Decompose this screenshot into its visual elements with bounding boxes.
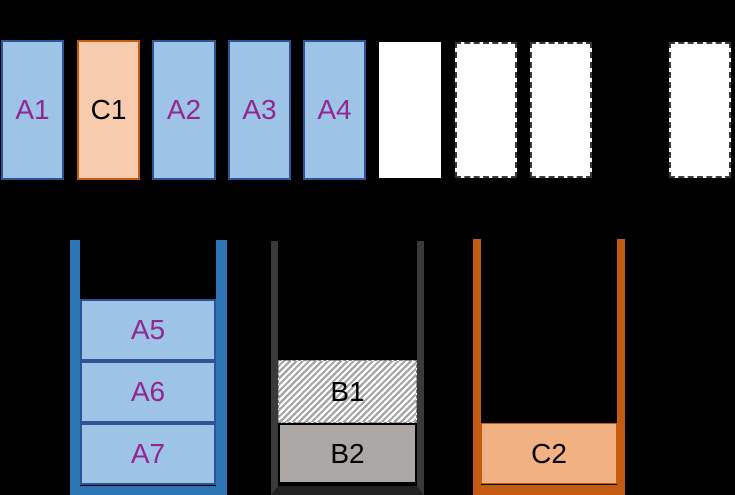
slot-label: A4 xyxy=(317,94,352,125)
empty-slot-solid xyxy=(379,42,441,178)
slot-c1: C1 xyxy=(77,40,140,180)
bin-gray xyxy=(271,241,424,495)
slot-label: C1 xyxy=(90,94,127,125)
slot-a4: A4 xyxy=(303,40,366,180)
slot-a3: A3 xyxy=(228,40,291,180)
box-label: A6 xyxy=(130,376,166,407)
box-label: B1 xyxy=(330,375,365,407)
slot-label: A2 xyxy=(166,94,202,125)
bin-orange xyxy=(473,239,625,495)
box-b2: B2 xyxy=(278,423,417,484)
box-a6: A6 xyxy=(80,361,216,423)
box-label: B2 xyxy=(330,437,365,469)
box-b1: B1 xyxy=(278,360,417,423)
empty-slot-dashed-2 xyxy=(530,42,592,178)
slot-label: A3 xyxy=(242,94,277,125)
box-a5: A5 xyxy=(80,299,216,361)
slot-a2: A2 xyxy=(152,40,216,180)
empty-slot-dashed-1 xyxy=(455,42,517,178)
box-label: A5 xyxy=(130,314,166,345)
box-label: C2 xyxy=(531,437,567,469)
box-label: A7 xyxy=(130,438,166,469)
slot-label: A1 xyxy=(15,94,50,125)
slot-a1: A1 xyxy=(1,40,64,180)
box-c2: C2 xyxy=(481,423,617,484)
bin-blue xyxy=(70,240,227,495)
box-a7: A7 xyxy=(80,423,216,485)
empty-slot-dashed-3 xyxy=(669,42,731,178)
